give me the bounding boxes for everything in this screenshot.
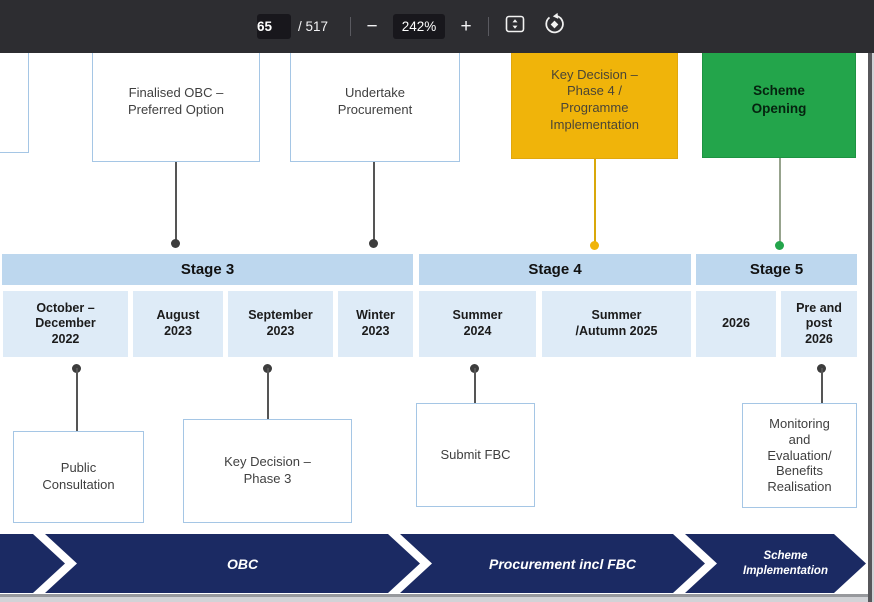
connector-line	[821, 368, 823, 403]
connector-line	[594, 159, 596, 245]
pdf-page-canvas: Finalised OBC – Preferred Option Underta…	[0, 53, 869, 597]
milestone-box-undertake-procurement: Undertake Procurement	[290, 53, 460, 162]
connector-dot	[369, 239, 378, 248]
phase-arrow-obc: OBC	[45, 534, 420, 593]
date-cell: Winter 2023	[338, 291, 413, 357]
connector-line	[373, 162, 375, 243]
stage-header-3: Stage 3	[2, 254, 413, 285]
milestone-box-finalised-obc: Finalised OBC – Preferred Option	[92, 53, 260, 162]
page-number-input[interactable]	[257, 14, 291, 39]
stage-header-4: Stage 4	[419, 254, 691, 285]
connector-dot-yellow	[590, 241, 599, 250]
connector-line	[76, 368, 78, 431]
milestone-box-scheme-opening: Scheme Opening	[702, 53, 856, 158]
phase-arrow-scheme-implementation: Scheme Implementation	[685, 534, 866, 593]
date-cell: 2026	[696, 291, 776, 357]
page-count-label: / 517	[298, 19, 329, 34]
rotate-page-button[interactable]	[541, 12, 568, 42]
fit-page-icon	[503, 12, 527, 41]
pdf-toolbar: / 517 − 242% +	[0, 0, 874, 53]
fit-page-button[interactable]	[501, 13, 528, 40]
date-cell: September 2023	[228, 291, 333, 357]
connector-line	[175, 162, 177, 243]
vertical-scrollbar[interactable]	[868, 53, 872, 602]
zoom-out-button[interactable]: −	[366, 15, 378, 37]
milestone-box-key-decision-phase3: Key Decision – Phase 3	[183, 419, 352, 523]
stage-header-5: Stage 5	[696, 254, 857, 285]
connector-line	[267, 368, 269, 419]
milestone-box-partial	[0, 53, 29, 153]
date-cell: Pre and post 2026	[781, 291, 857, 357]
milestone-box-monitoring-evaluation: Monitoring and Evaluation/ Benefits Real…	[742, 403, 857, 508]
connector-line	[779, 158, 781, 245]
milestone-box-public-consultation: Public Consultation	[13, 431, 144, 523]
connector-dot-green	[775, 241, 784, 250]
milestone-box-submit-fbc: Submit FBC	[416, 403, 535, 507]
phase-arrow-procurement: Procurement incl FBC	[400, 534, 705, 593]
toolbar-divider	[350, 17, 351, 36]
connector-dot	[171, 239, 180, 248]
date-cell: August 2023	[133, 291, 223, 357]
milestone-box-key-decision-phase4: Key Decision – Phase 4 / Programme Imple…	[511, 53, 678, 159]
zoom-level-readout: 242%	[393, 14, 445, 39]
toolbar-divider	[488, 17, 489, 36]
zoom-in-button[interactable]: +	[460, 15, 472, 37]
date-cell: Summer /Autumn 2025	[542, 291, 691, 357]
date-cell: October – December 2022	[3, 291, 128, 357]
connector-line	[474, 368, 476, 403]
rotate-icon	[542, 12, 567, 42]
date-cell: Summer 2024	[419, 291, 536, 357]
